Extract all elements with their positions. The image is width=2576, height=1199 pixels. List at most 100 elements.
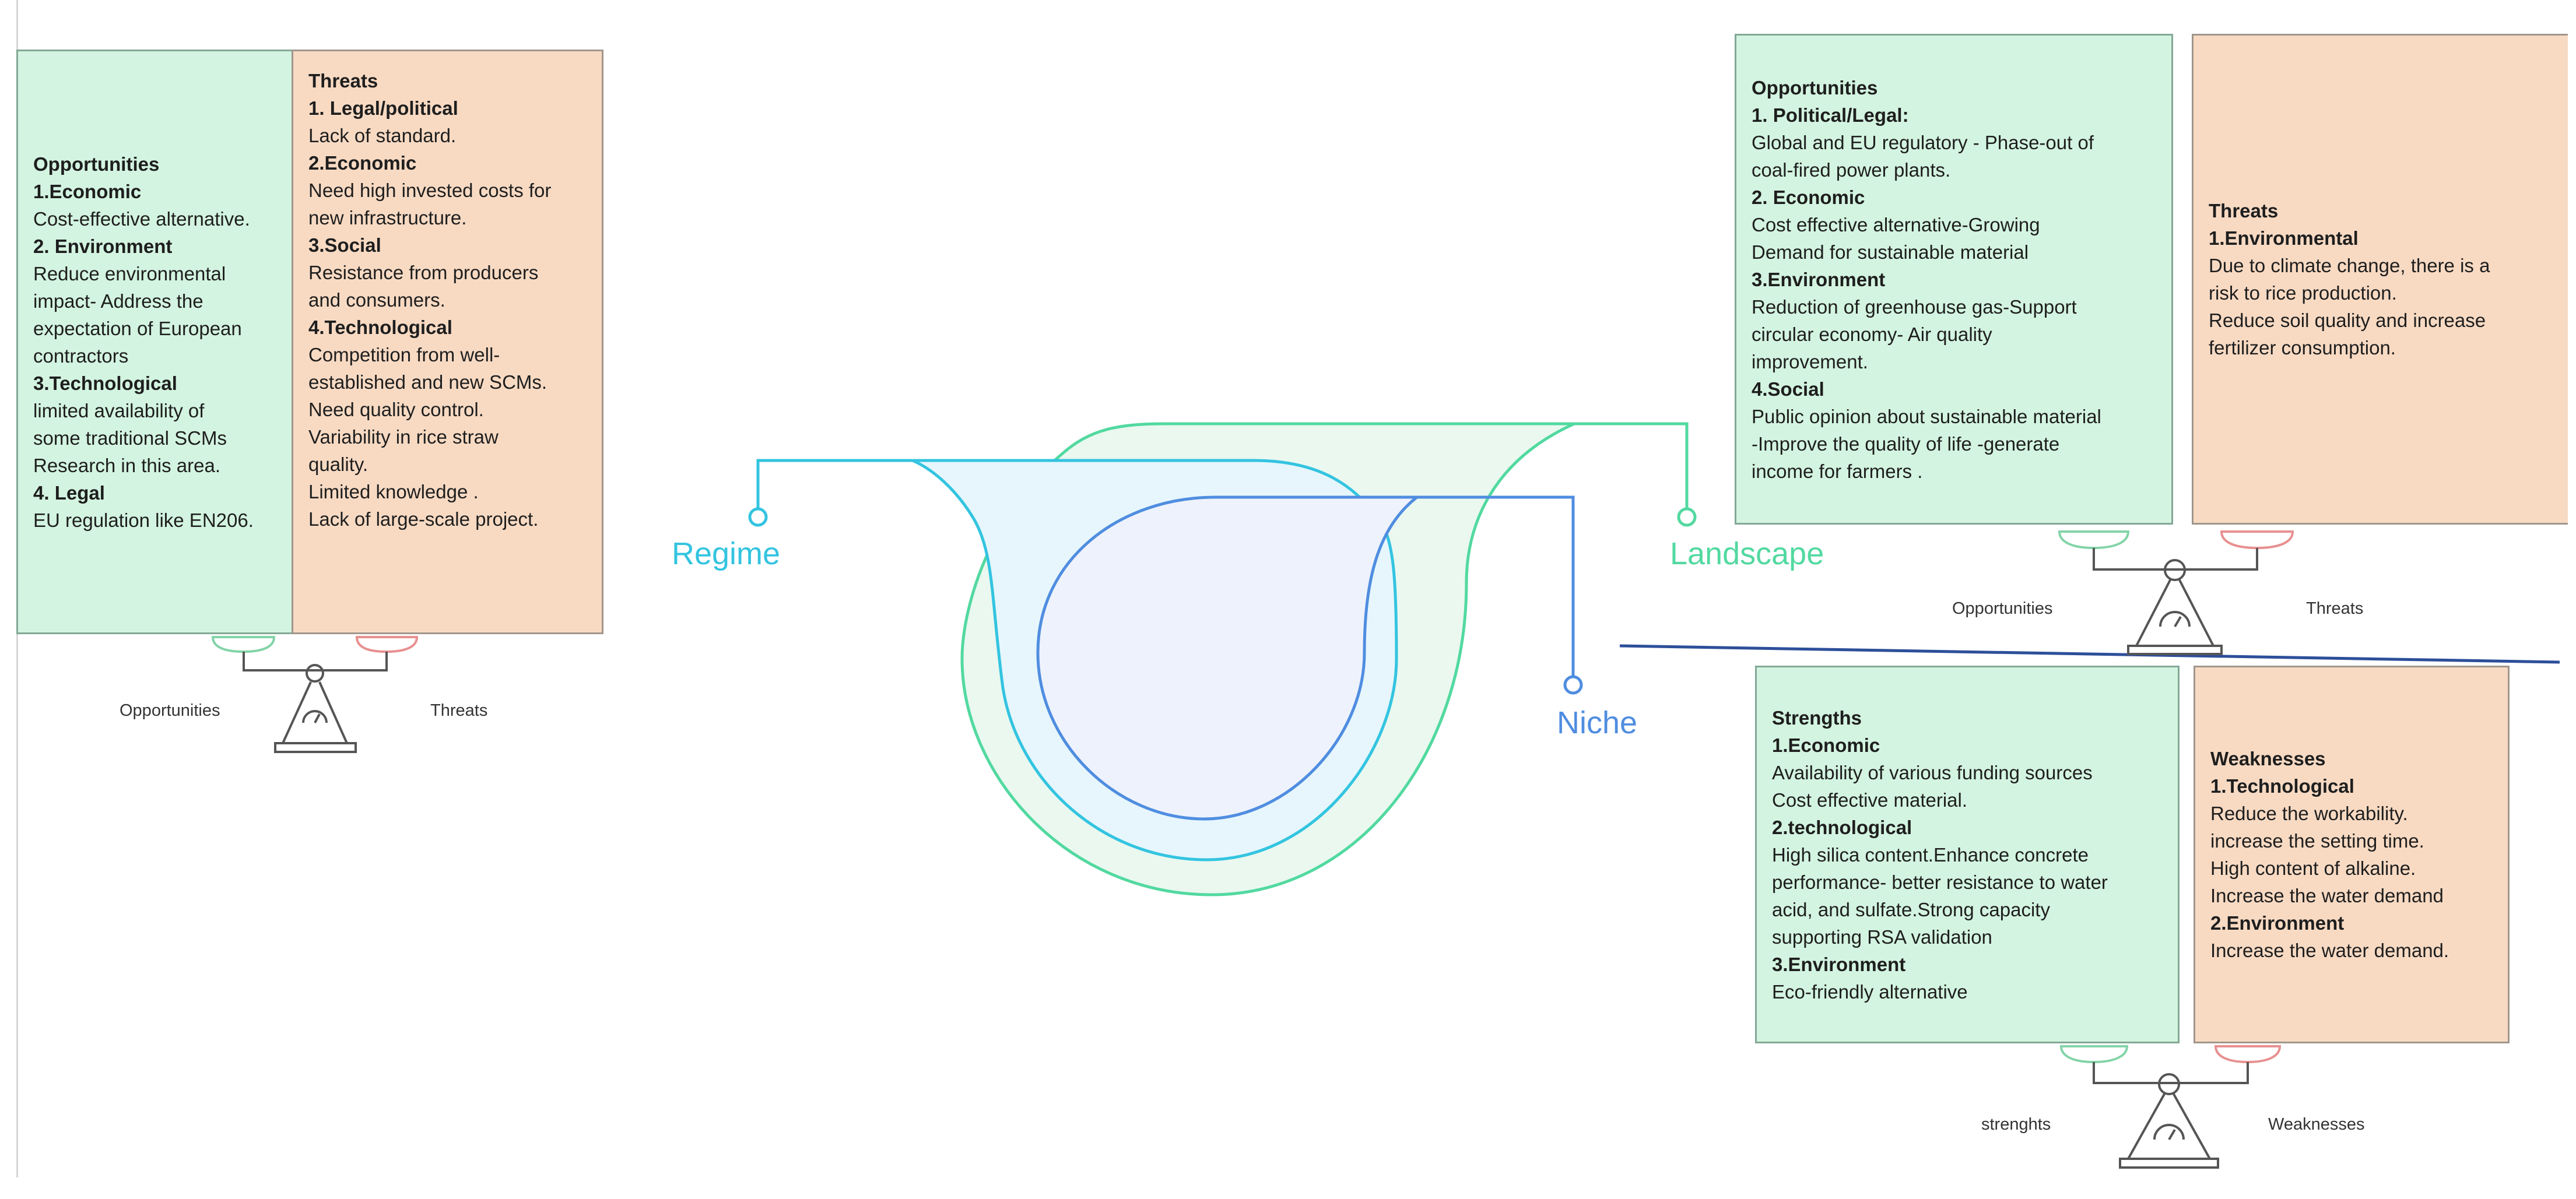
- niche-label: Niche: [1557, 705, 1638, 740]
- section-line: new infrastructure.: [308, 207, 467, 228]
- section-line: Resistance from producers: [308, 262, 539, 283]
- section-heading: 1.Technological: [2210, 775, 2354, 797]
- box-section: 1. Political/Legal:Global and EU regulat…: [1752, 101, 2156, 184]
- section-line: -Improve the quality of life -generate: [1752, 433, 2060, 455]
- section-line: Variability in rice straw: [308, 426, 499, 448]
- left-scale-threats-label: Threats: [430, 701, 488, 720]
- section-line: contractors: [33, 344, 129, 367]
- section-line: Reduce the workability.: [2210, 803, 2408, 824]
- section-line: Cost effective material.: [1772, 789, 1968, 811]
- right-bottom-scale-weaknesses-label: Weaknesses: [2268, 1115, 2365, 1134]
- section-line: acid, and sulfate.Strong capacity: [1772, 898, 2050, 920]
- box-section: 4. Legal EU regulation like EN206.: [33, 479, 276, 534]
- section-line: Increase the water demand.: [2210, 940, 2449, 961]
- section-line: fertilizer consumption.: [2209, 337, 2396, 358]
- section-line: expectation of European: [33, 317, 242, 339]
- section-line: Lack of standard.: [308, 125, 457, 146]
- right-top-scale-threats-label: Threats: [2306, 599, 2364, 618]
- section-heading: 2.Economic: [308, 152, 417, 174]
- section-heading: 1. Political/Legal:: [1752, 104, 1909, 126]
- section-heading: 4.Social: [1752, 378, 1824, 400]
- section-line: some traditional SCMs: [33, 427, 227, 449]
- section-heading: 1.Environmental: [2209, 227, 2359, 249]
- section-line: Due to climate change, there is a: [2209, 255, 2490, 276]
- section-line: income for farmers .: [1752, 460, 1923, 482]
- section-line: Lack of large-scale project.: [308, 508, 539, 530]
- section-line: established and new SCMs.: [308, 371, 548, 393]
- section-heading: 2. Economic: [1752, 186, 1865, 208]
- section-line: performance- better resistance to water: [1772, 871, 2108, 893]
- section-line: EU regulation like EN206.: [33, 509, 254, 531]
- section-line: Cost effective alternative-Growing: [1752, 213, 2040, 235]
- section-line: Limited knowledge .: [308, 481, 479, 502]
- section-line: Reduction of greenhouse gas-Support: [1752, 296, 2077, 318]
- section-line: Public opinion about sustainable materia…: [1752, 405, 2101, 427]
- section-line: High silica content.Enhance concrete: [1772, 843, 2089, 866]
- section-line: improvement.: [1752, 350, 1868, 372]
- divider-line: [1619, 644, 2560, 664]
- regime-label: Regime: [672, 536, 781, 571]
- section-line: Research in this area.: [33, 454, 220, 476]
- box-title: Threats: [308, 70, 378, 92]
- section-line: Reduce soil quality and increase: [2209, 310, 2486, 331]
- right-top-scale-opportunities-label: Opportunities: [1952, 599, 2053, 618]
- section-heading: 4. Legal: [33, 481, 105, 504]
- section-line: Demand for sustainable material: [1752, 241, 2029, 263]
- section-line: and consumers.: [308, 289, 445, 311]
- section-line: Reduce environmental: [33, 262, 226, 284]
- section-line: Increase the water demand: [2210, 885, 2444, 906]
- section-line: increase the setting time.: [2210, 830, 2424, 852]
- section-line: Competition from well-: [308, 344, 500, 365]
- left-balance-scale-icon: [211, 636, 419, 753]
- section-heading: 1.Economic: [33, 180, 142, 202]
- section-line: supporting RSA validation: [1772, 926, 1992, 948]
- section-line: coal-fired power plants.: [1752, 159, 1951, 181]
- section-heading: 1.Economic: [1772, 734, 1880, 756]
- section-heading: 2. Environment: [33, 235, 173, 257]
- section-line: limited availability of: [33, 399, 205, 421]
- section-heading: 1. Legal/political: [308, 97, 458, 119]
- section-line: Availability of various funding sources: [1772, 761, 2093, 783]
- right-bottom-balance-scale-icon: [2059, 1045, 2282, 1169]
- section-line: circular economy- Air quality: [1752, 323, 1992, 345]
- section-line: Need high invested costs for: [308, 180, 552, 201]
- section-heading: 2.Environment: [2210, 912, 2345, 934]
- section-line: impact- Address the: [33, 290, 203, 312]
- section-line: Eco-friendly alternative: [1772, 980, 1968, 1003]
- section-line: quality.: [308, 453, 368, 475]
- section-heading: 3.Technological: [33, 372, 177, 394]
- box-title: Strengths: [1772, 706, 1862, 729]
- section-line: Need quality control.: [308, 399, 484, 420]
- section-heading: 3.Environment: [1772, 953, 1906, 975]
- section-heading: 3.Social: [308, 234, 381, 256]
- right-top-balance-scale-icon: [2058, 530, 2294, 655]
- section-heading: 2.technological: [1772, 816, 1912, 838]
- box-title: Threats: [2209, 200, 2279, 221]
- section-heading: 3.Environment: [1752, 268, 1886, 290]
- left-scale-opportunities-label: Opportunities: [120, 701, 220, 720]
- landscape-label: Landscape: [1670, 536, 1824, 571]
- section-line: risk to rice production.: [2209, 282, 2397, 304]
